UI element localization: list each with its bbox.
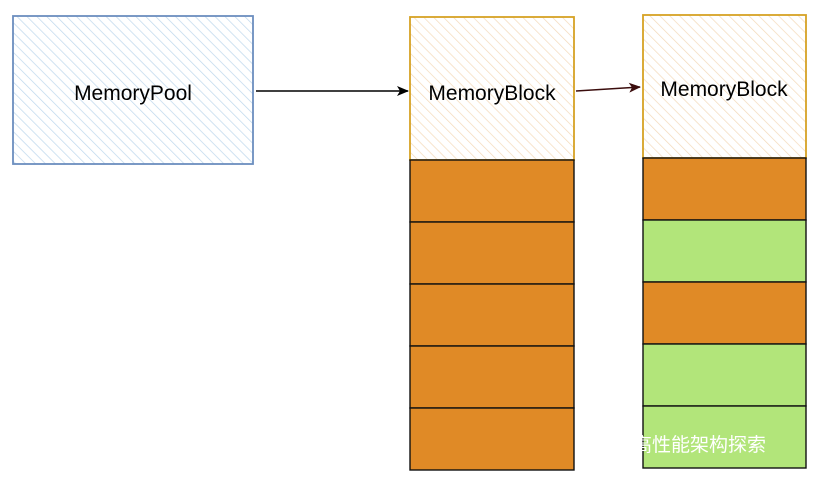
memory-block-1-slot-3	[409, 283, 575, 347]
memory-pool-node: MemoryPool	[12, 15, 254, 165]
memory-block-2-slot-5	[642, 405, 807, 469]
memory-block-2-slot-3	[642, 281, 807, 345]
memory-block-1-slots	[409, 159, 575, 471]
memory-block-1-slot-5	[409, 407, 575, 471]
arrow-block-1-to-block-2	[575, 82, 641, 93]
memory-block-2: MemoryBlock	[642, 14, 807, 469]
watermark: 高性能架构探索	[599, 432, 766, 456]
memory-block-1-slot-2	[409, 221, 575, 285]
memory-block-1-slot-1	[409, 159, 575, 223]
memory-block-2-slot-4	[642, 343, 807, 407]
memory-block-2-slots	[642, 157, 807, 469]
memory-block-1-slot-4	[409, 345, 575, 409]
wechat-icon	[599, 432, 629, 456]
watermark-text: 高性能架构探索	[633, 434, 766, 456]
memory-pool-label: MemoryPool	[74, 82, 192, 105]
memory-block-1-label: MemoryBlock	[428, 82, 556, 105]
memory-block-1-header	[409, 16, 575, 161]
memory-block-2-slot-2	[642, 219, 807, 283]
memory-block-2-slot-1	[642, 157, 807, 221]
memory-block-2-label: MemoryBlock	[660, 78, 788, 101]
memory-block-1: MemoryBlock	[409, 16, 575, 471]
memory-pool-box	[12, 15, 254, 165]
